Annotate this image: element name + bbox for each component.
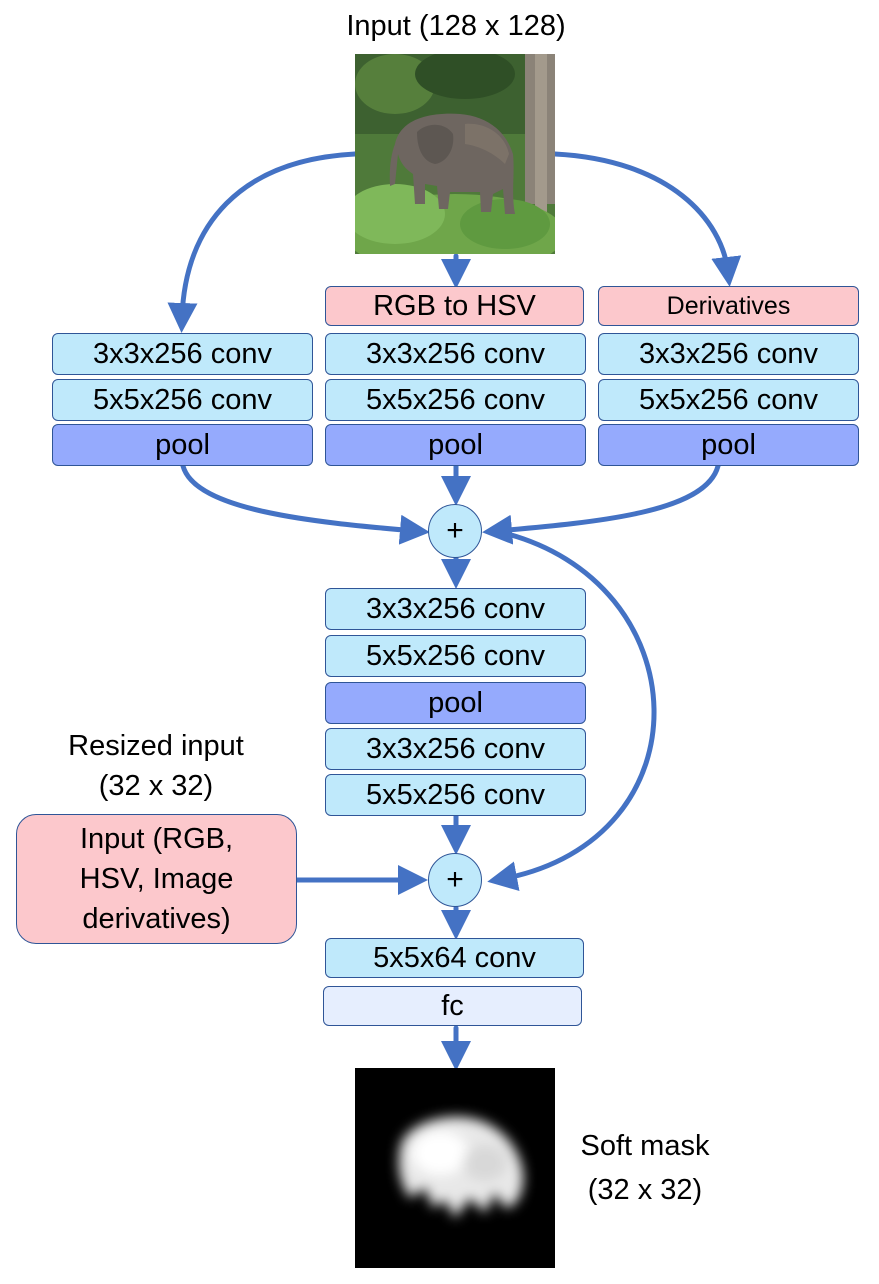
input-image: [355, 54, 555, 254]
conv-label: 5x5x256 conv: [366, 778, 545, 811]
side-input-block: Input (RGB, HSV, Image derivatives): [16, 814, 297, 944]
arrow-right-pool-to-merge: [482, 463, 721, 545]
soft-mask-label: Soft mask (32 x 32): [565, 1126, 725, 1210]
trunk-conv5x5-b: 5x5x256 conv: [325, 774, 586, 816]
trunk-conv3x3-b: 3x3x256 conv: [325, 728, 586, 770]
left-branch-pool: pool: [52, 424, 313, 466]
middle-branch-pool: pool: [325, 424, 586, 466]
elephant-photo: [355, 54, 555, 254]
conv-label: 3x3x256 conv: [366, 732, 545, 765]
soft-mask-picture: [355, 1068, 555, 1268]
trunk-conv5x5-a: 5x5x256 conv: [325, 635, 586, 677]
trunk-pool: pool: [325, 682, 586, 724]
right-branch-pool: pool: [598, 424, 859, 466]
resized-input-line1: Resized input: [68, 730, 244, 762]
arrow-left-pool-to-merge: [180, 463, 430, 545]
derivatives-label: Derivatives: [666, 291, 791, 320]
pool-label: pool: [155, 428, 210, 461]
conv-label: 5x5x256 conv: [639, 383, 818, 416]
left-branch-conv3x3: 3x3x256 conv: [52, 333, 313, 375]
arrow-input-to-right-branch: [552, 151, 742, 287]
right-branch-conv3x3: 3x3x256 conv: [598, 333, 859, 375]
conv-label: 5x5x256 conv: [366, 383, 545, 416]
conv-label: 5x5x256 conv: [93, 383, 272, 416]
side-input-line2: HSV, Image: [79, 863, 234, 895]
arrow-input-to-left-branch: [167, 151, 358, 333]
resized-input-line2: (32 x 32): [98, 770, 214, 802]
conv-label: 5x5x256 conv: [366, 639, 545, 672]
plus-symbol: +: [446, 863, 464, 896]
conv-label: 3x3x256 conv: [639, 337, 818, 370]
derivatives-block: Derivatives: [598, 286, 859, 326]
pool-label: pool: [428, 686, 483, 719]
conv-label: 3x3x256 conv: [366, 337, 545, 370]
pool-label: pool: [701, 428, 756, 461]
arrow-skip-connection: [487, 529, 657, 891]
conv-label: 5x5x64 conv: [373, 941, 536, 974]
head-conv5x5x64: 5x5x64 conv: [325, 938, 584, 978]
merge-node-2: +: [428, 853, 482, 907]
soft-mask-line2: (32 x 32): [587, 1174, 703, 1206]
left-branch-conv5x5: 5x5x256 conv: [52, 379, 313, 421]
soft-mask-image: [355, 1068, 555, 1268]
side-input-line1: Input (RGB,: [79, 823, 234, 855]
fc-layer: fc: [323, 986, 582, 1026]
trunk-conv3x3-a: 3x3x256 conv: [325, 588, 586, 630]
rgb-to-hsv-label: RGB to HSV: [373, 289, 536, 322]
conv-label: 3x3x256 conv: [93, 337, 272, 370]
input-label: Input (128 x 128): [346, 10, 566, 42]
pool-label: pool: [428, 428, 483, 461]
merge-node-1: +: [428, 504, 482, 558]
right-branch-conv5x5: 5x5x256 conv: [598, 379, 859, 421]
middle-branch-conv3x3: 3x3x256 conv: [325, 333, 586, 375]
soft-mask-line1: Soft mask: [580, 1130, 710, 1162]
rgb-to-hsv-block: RGB to HSV: [325, 286, 584, 326]
resized-input-label: Resized input (32 x 32): [26, 726, 286, 806]
side-input-line3: derivatives): [82, 903, 231, 935]
middle-branch-conv5x5: 5x5x256 conv: [325, 379, 586, 421]
conv-label: 3x3x256 conv: [366, 592, 545, 625]
fc-label: fc: [441, 989, 464, 1022]
plus-symbol: +: [446, 514, 464, 547]
